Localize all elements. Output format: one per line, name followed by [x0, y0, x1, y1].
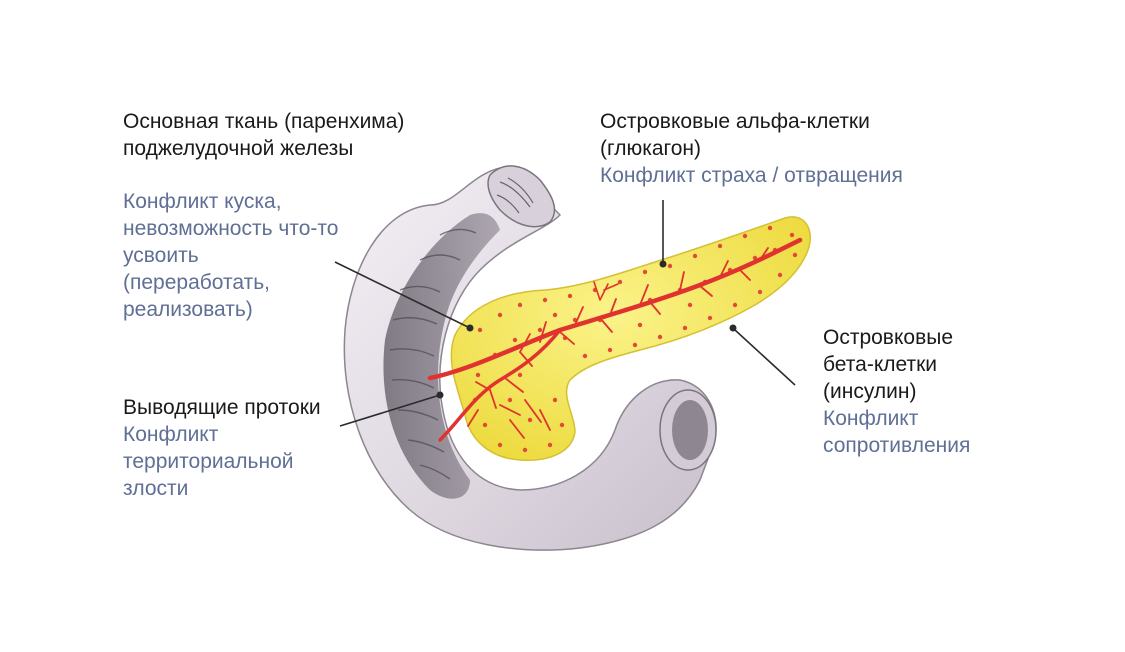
parenchyma-title-line-1: Основная ткань (паренхима)	[123, 110, 405, 133]
duodenum-lumen	[383, 213, 500, 499]
ducts-conflict-line-1: Конфликт	[123, 423, 219, 446]
parenchyma-conflict-line-2: невозможность что-то	[123, 217, 339, 240]
leader-line-ducts	[339, 394, 441, 427]
parenchyma-title: Основная ткань (паренхима) поджелудочной…	[123, 108, 404, 162]
beta-title-line-1: Островковые	[823, 326, 953, 349]
beta-title-line-3: (инсулин)	[823, 380, 917, 403]
mucosal-folds	[389, 228, 477, 480]
ducts-title: Выводящие протоки	[123, 396, 321, 419]
parenchyma-conflict-line-3: усвоить	[123, 244, 199, 267]
pancreatic-ducts	[427, 237, 803, 442]
duodenum	[343, 165, 717, 551]
leader-line-parenchyma	[334, 261, 471, 329]
beta-title-line-2: бета-клетки	[823, 353, 938, 376]
parenchyma-title-line-2: поджелудочной железы	[123, 137, 354, 160]
alpha-title-line-2: (глюкагон)	[600, 137, 701, 160]
parenchyma-conflict-line-1: Конфликт куска,	[123, 190, 282, 213]
parenchyma-conflict-line-4: (переработать,	[123, 271, 270, 294]
parenchyma-conflict-line-5: реализовать)	[123, 298, 253, 321]
beta-cells-label: Островковые бета-клетки (инсулин) Конфли…	[823, 324, 970, 459]
pancreas-gland	[427, 216, 811, 461]
leader-line-beta	[734, 329, 796, 386]
leader-dots	[436, 260, 737, 399]
ducts-conflict-line-2: территориальной	[123, 450, 294, 473]
parenchyma-conflict: Конфликт куска, невозможность что-то усв…	[123, 188, 338, 323]
ducts-conflict-line-3: злости	[123, 477, 189, 500]
ducts-label: Выводящие протоки Конфликт территориальн…	[123, 394, 321, 502]
alpha-cells-label: Островковые альфа-клетки (глюкагон) Конф…	[600, 108, 903, 189]
leader-lines	[334, 200, 796, 427]
beta-conflict-line-2: сопротивления	[823, 434, 971, 457]
alpha-title-line-1: Островковые альфа-клетки	[600, 110, 870, 133]
beta-conflict-line-1: Конфликт	[823, 407, 919, 430]
alpha-conflict: Конфликт страха / отвращения	[600, 164, 903, 187]
